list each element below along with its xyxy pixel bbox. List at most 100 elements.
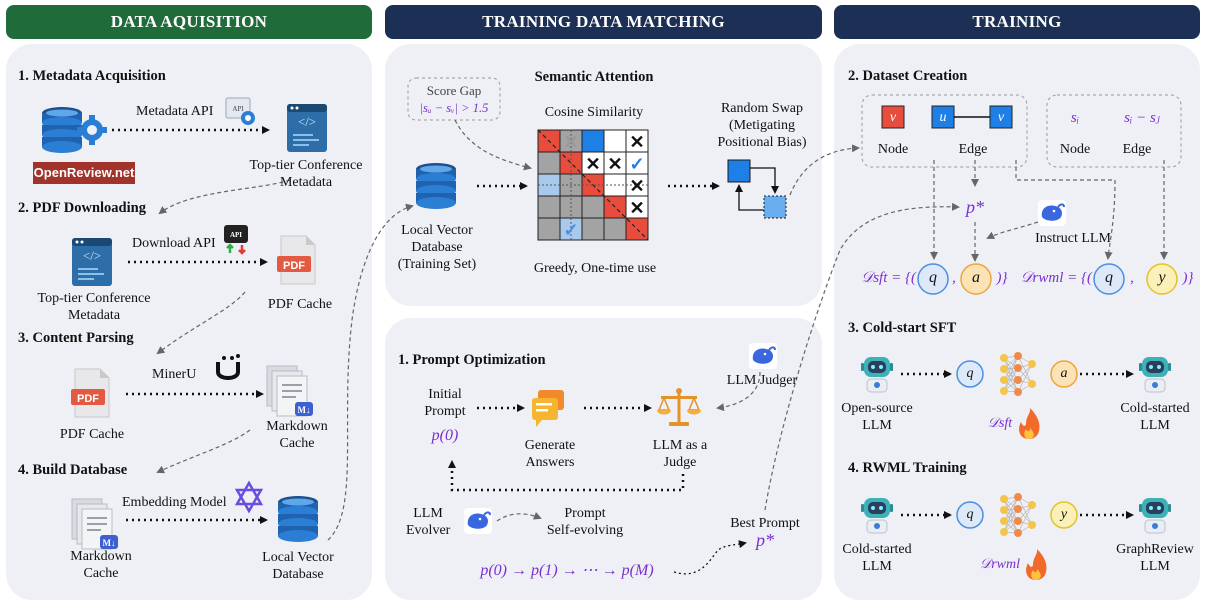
neural-network-icon-2 — [999, 492, 1037, 538]
markdown-cache-icon — [266, 365, 314, 417]
score-diff: sᵢ − sⱼ — [1124, 110, 1160, 126]
rwml-train-q: q — [966, 507, 974, 522]
pdf-downloading-title: 2. PDF Downloading — [18, 200, 146, 216]
judge-scale-icon — [657, 388, 701, 426]
score-node-label: Node — [1059, 142, 1091, 157]
d-sft-label: 𝒟sft — [987, 416, 1013, 431]
rwml-q: q — [1105, 269, 1113, 286]
score-gap-title: Score Gap — [426, 83, 482, 98]
open-source-llm-icon — [860, 356, 894, 393]
instruct-llm-label: Instruct LLM — [1035, 231, 1111, 246]
score-gap-formula: |sᵤ − sᵥ| > 1.5 — [419, 101, 489, 115]
rwml-train-q-circle — [956, 501, 984, 529]
training-set-database-icon — [416, 163, 456, 209]
cold-started-llm-icon-2 — [860, 497, 894, 534]
rwml-comma: , — [1130, 270, 1134, 286]
edge-u-text: u — [939, 110, 947, 125]
llm-judger-icon — [748, 342, 778, 370]
sft-train-a: a — [1060, 366, 1068, 381]
svg-text:✕: ✕ — [629, 132, 644, 152]
pdf-cache-label: PDF Cache — [267, 297, 333, 312]
svg-text:API: API — [232, 105, 244, 113]
pdf-badge-text: PDF — [283, 260, 305, 272]
mineru-icon — [216, 354, 240, 380]
score-gap-box — [407, 77, 501, 121]
p0-label: p(0) — [431, 427, 459, 444]
api-gear-icon: API — [225, 97, 255, 125]
sft-a: a — [972, 269, 980, 286]
rwml-train-y: y — [1060, 507, 1068, 522]
fire-icon — [1019, 408, 1040, 439]
svg-text:API: API — [230, 231, 242, 239]
d-rwml-label: 𝒟rwml — [980, 557, 1020, 572]
sft-train-q: q — [966, 366, 974, 381]
gear-icon — [77, 115, 107, 145]
matching-header: TRAINING DATA MATCHING — [385, 5, 822, 39]
rwml-y-circle — [1146, 263, 1178, 295]
openreview-database-icon — [42, 107, 82, 153]
markdown-cache-icon-2 — [71, 498, 119, 550]
svg-text:✓: ✓ — [563, 220, 578, 240]
svg-text:✕: ✕ — [629, 176, 644, 196]
best-prompt-label: Best Prompt — [730, 516, 800, 531]
best-prompt-symbol: p* — [756, 530, 774, 550]
sft-train-q-circle — [956, 360, 984, 388]
random-swap-icon — [727, 159, 787, 219]
p-star-symbol: p* — [966, 197, 984, 217]
mineru-label: MinerU — [152, 367, 197, 382]
neural-network-icon — [999, 351, 1037, 397]
openreview-label: OpenReview.net — [33, 165, 135, 180]
score-edge-label: Edge — [1122, 142, 1152, 157]
local-vector-database-icon — [278, 496, 318, 542]
svg-text:✕: ✕ — [607, 154, 622, 174]
openreview-badge — [33, 162, 135, 184]
score-structure-box — [1046, 94, 1182, 168]
node-v-text: v — [889, 110, 897, 125]
svg-text:✓: ✓ — [629, 154, 644, 174]
fire-icon-2 — [1026, 549, 1047, 580]
rwml-training-title: 4. RWML Training — [848, 460, 967, 476]
node-label: Node — [877, 142, 909, 157]
sft-q-circle — [917, 263, 949, 295]
sft-a-circle — [960, 263, 992, 295]
conference-metadata-icon-2 — [72, 238, 112, 286]
evolution-chain: p(0) → p(1) → ⋯ → p(M) — [480, 562, 654, 579]
sft-close: )} — [996, 270, 1008, 286]
embedding-model-icon — [234, 480, 264, 514]
metadata-api-label: Metadata API — [136, 104, 214, 119]
sft-comma: , — [952, 270, 956, 286]
svg-text:✕: ✕ — [629, 198, 644, 218]
prompt-optimization-title: 1. Prompt Optimization — [398, 352, 546, 368]
similarity-matrix: ✕ ✕ ✕ ✕ ✓ ✕ ✕ ✓ — [537, 129, 649, 241]
api-download-icon: API — [224, 225, 248, 255]
node-v-square — [881, 105, 905, 129]
d-sft-formula: 𝒟sft = {( — [861, 270, 916, 286]
edge-v-square — [989, 105, 1013, 129]
score-si: sᵢ — [1070, 110, 1080, 126]
llm-judger-label: LLM Judger — [726, 373, 798, 388]
dataset-creation-title: 2. Dataset Creation — [848, 68, 968, 84]
cosine-similarity-label: Cosine Similarity — [544, 105, 644, 120]
content-parsing-title: 3. Content Parsing — [18, 330, 134, 346]
acquisition-header: DATA AQUISITION — [6, 5, 372, 39]
instruct-llm-icon — [1037, 199, 1067, 227]
greedy-label: Greedy, One-time use — [533, 261, 657, 276]
svg-text:✕: ✕ — [585, 154, 600, 174]
cold-start-sft-title: 3. Cold-start SFT — [848, 320, 957, 336]
sft-q: q — [929, 269, 937, 286]
d-rwml-formula: 𝒟rwml = {( — [1020, 270, 1092, 286]
